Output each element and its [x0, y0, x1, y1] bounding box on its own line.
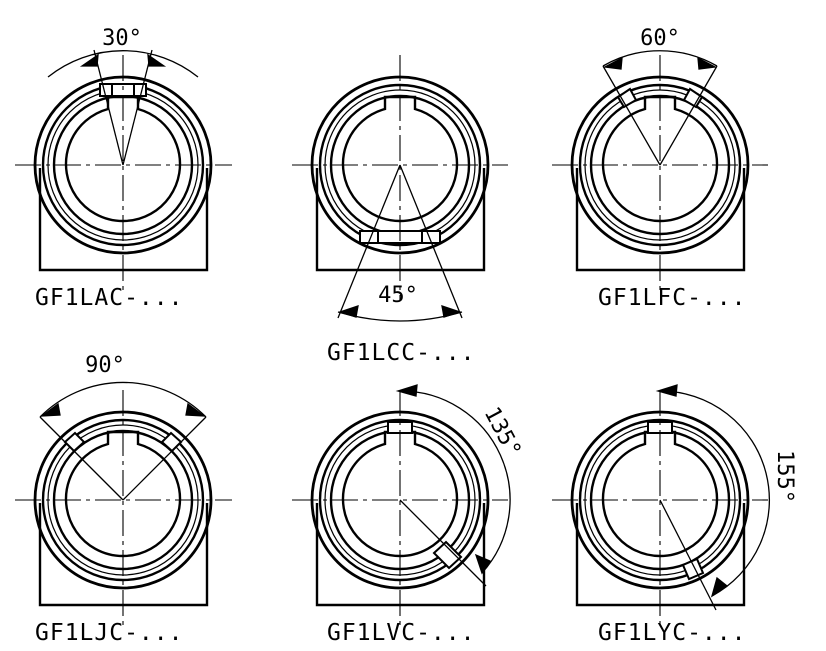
- view-gf1ljc: 90° GF1LJC-...: [15, 353, 232, 646]
- angle-label: 30°: [102, 26, 142, 51]
- part-label: GF1LJC-...: [35, 620, 183, 646]
- bore-with-keyway: [341, 95, 459, 223]
- slot-segment: [616, 87, 704, 109]
- part-label: GF1LAC-...: [35, 285, 183, 311]
- angle-label: 155°: [772, 450, 797, 503]
- center-lines: [15, 390, 232, 625]
- angle-label: 45°: [378, 283, 418, 308]
- part-label: GF1LFC-...: [598, 285, 746, 311]
- center-lines: [292, 55, 508, 300]
- center-lines: [292, 390, 508, 625]
- angle-label: 60°: [640, 26, 680, 51]
- bore-with-keyway: [64, 95, 182, 223]
- center-lines: [15, 55, 232, 290]
- bore-with-keyway: [341, 430, 459, 558]
- view-gf1lvc: 135° GF1LVC-...: [292, 384, 526, 646]
- angle-dimension: [602, 50, 718, 166]
- bore-with-keyway: [64, 430, 182, 558]
- part-label: GF1LYC-...: [598, 620, 746, 646]
- view-gf1lfc: 60° GF1LFC-...: [552, 26, 768, 311]
- bore-with-keyway: [601, 95, 719, 223]
- center-lines: [552, 55, 768, 290]
- center-lines: [552, 390, 768, 625]
- part-label: GF1LCC-...: [327, 340, 475, 366]
- angle-dimension: [47, 49, 199, 166]
- angle-label: 90°: [85, 353, 125, 378]
- angle-dimension: [655, 384, 771, 611]
- angle-label: 135°: [479, 403, 526, 462]
- view-gf1lyc: 155° GF1LYC-...: [552, 384, 797, 646]
- part-label: GF1LVC-...: [327, 620, 475, 646]
- view-gf1lac: 30° GF1LAC-...: [15, 26, 232, 311]
- bore-with-keyway: [601, 430, 719, 558]
- angle-dimension: [337, 164, 463, 322]
- slot-segment: [387, 421, 463, 570]
- angle-dimension: [395, 384, 511, 587]
- view-gf1lcc: 45° GF1LCC-...: [292, 55, 508, 366]
- angle-dimension: [39, 381, 207, 501]
